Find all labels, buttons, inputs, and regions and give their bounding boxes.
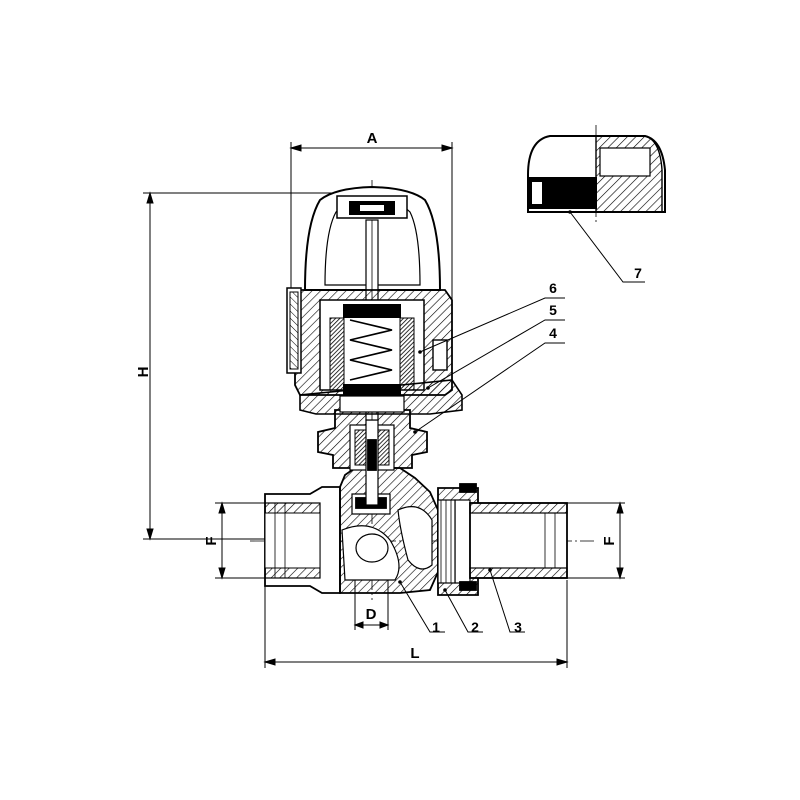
dimension-h [143, 191, 372, 541]
leader-dots [398, 210, 572, 592]
dimension-l [263, 580, 569, 668]
dimension-a-label: A [367, 130, 378, 147]
dimension-f-right-label: F [601, 536, 618, 545]
leader-lines [399, 211, 645, 633]
part-label-2: 2 [471, 619, 479, 635]
part-label-6: 6 [549, 280, 557, 296]
valve-body [264, 467, 439, 594]
thermostatic-head [286, 185, 463, 421]
tailpiece [469, 502, 568, 579]
dimension-l-label: L [410, 645, 419, 662]
part-label-3: 3 [514, 619, 522, 635]
dimension-f-left [215, 501, 265, 580]
dimension-d-label: D [366, 606, 377, 623]
part-label-5: 5 [549, 302, 557, 318]
part-label-4: 4 [549, 325, 557, 341]
bonnet [317, 409, 428, 506]
part-label-1: 1 [432, 619, 440, 635]
part-label-7: 7 [634, 265, 642, 281]
union-nut [437, 483, 479, 596]
dimension-h-label: H [135, 367, 152, 378]
dimension-f-left-label: F [203, 536, 220, 545]
dimension-f-right [567, 501, 625, 580]
protective-cap-detail [527, 125, 666, 225]
